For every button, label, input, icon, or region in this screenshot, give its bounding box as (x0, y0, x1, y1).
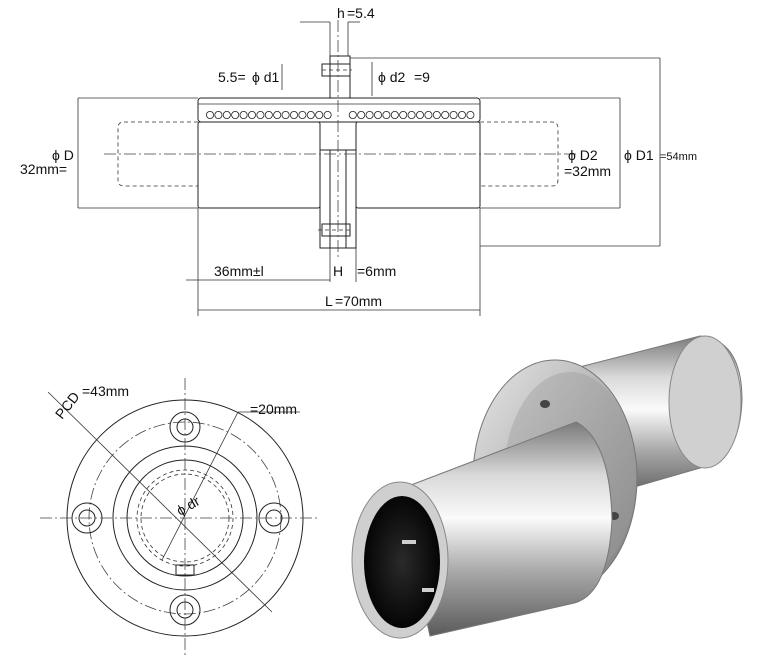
top-flange (329, 55, 351, 99)
bore-opening (364, 496, 440, 628)
ball (432, 111, 441, 120)
ball (289, 111, 298, 120)
H-label: H (333, 263, 343, 279)
ball (239, 111, 248, 120)
front-cylinder (397, 421, 613, 637)
d2-value: =9 (414, 69, 430, 85)
pcd-value: =43mm (82, 383, 129, 399)
ball (247, 111, 256, 120)
ball (306, 111, 315, 120)
ball (281, 111, 290, 120)
ball (407, 111, 416, 120)
ball (373, 111, 382, 120)
d1-value: 5.5= (218, 69, 246, 85)
dr-symbol: ϕ dr (174, 492, 203, 518)
pcd-label: PCD (52, 389, 83, 422)
d1-symbol: ϕ d1 (252, 69, 280, 85)
ball (222, 111, 231, 120)
ball-row (205, 111, 475, 120)
ball (365, 111, 374, 120)
ball (457, 111, 466, 120)
ball (323, 111, 332, 120)
ball (214, 111, 223, 120)
h-value: =5.4 (347, 5, 375, 21)
ball (390, 111, 399, 120)
L-label: L (325, 293, 333, 309)
D2-symbol: ϕ D2 (568, 147, 598, 163)
ball (348, 111, 357, 120)
shaft-right (480, 121, 559, 187)
bearing-body-right (355, 121, 481, 209)
ball (231, 111, 240, 120)
front-view: PCD =43mm =20mm ϕ dr (40, 378, 318, 658)
shaft-left (117, 121, 198, 187)
ball (298, 111, 307, 120)
ball (273, 111, 282, 120)
D2-value: =32mm (564, 163, 611, 179)
D-symbol: ϕ D (52, 147, 74, 163)
bearing-body-left (197, 121, 321, 209)
D1-symbol: ϕ D1 (624, 147, 654, 163)
D-value: 32mm= (20, 161, 67, 177)
bearing-render (351, 335, 743, 639)
ball (382, 111, 391, 120)
ball (399, 111, 408, 120)
hole-value: =20mm (250, 401, 297, 417)
L-value: =70mm (335, 293, 382, 309)
l-value: 36mm±l (214, 263, 264, 279)
d2-symbol: ϕ d2 (378, 69, 406, 85)
ball (315, 111, 324, 120)
D1-value: =54mm (660, 151, 697, 163)
side-view: h =5.4 5.5= ϕ d1 ϕ d2 =9 ϕ D 32mm= ϕ D2 … (20, 5, 697, 316)
ball (415, 111, 424, 120)
ball (449, 111, 458, 120)
ball (205, 111, 214, 120)
ball (256, 111, 265, 120)
h-label: h (337, 5, 345, 21)
ball (264, 111, 273, 120)
H-value: =6mm (357, 263, 396, 279)
ball (424, 111, 433, 120)
ball (466, 111, 475, 120)
ball (441, 111, 450, 120)
ball (357, 111, 366, 120)
